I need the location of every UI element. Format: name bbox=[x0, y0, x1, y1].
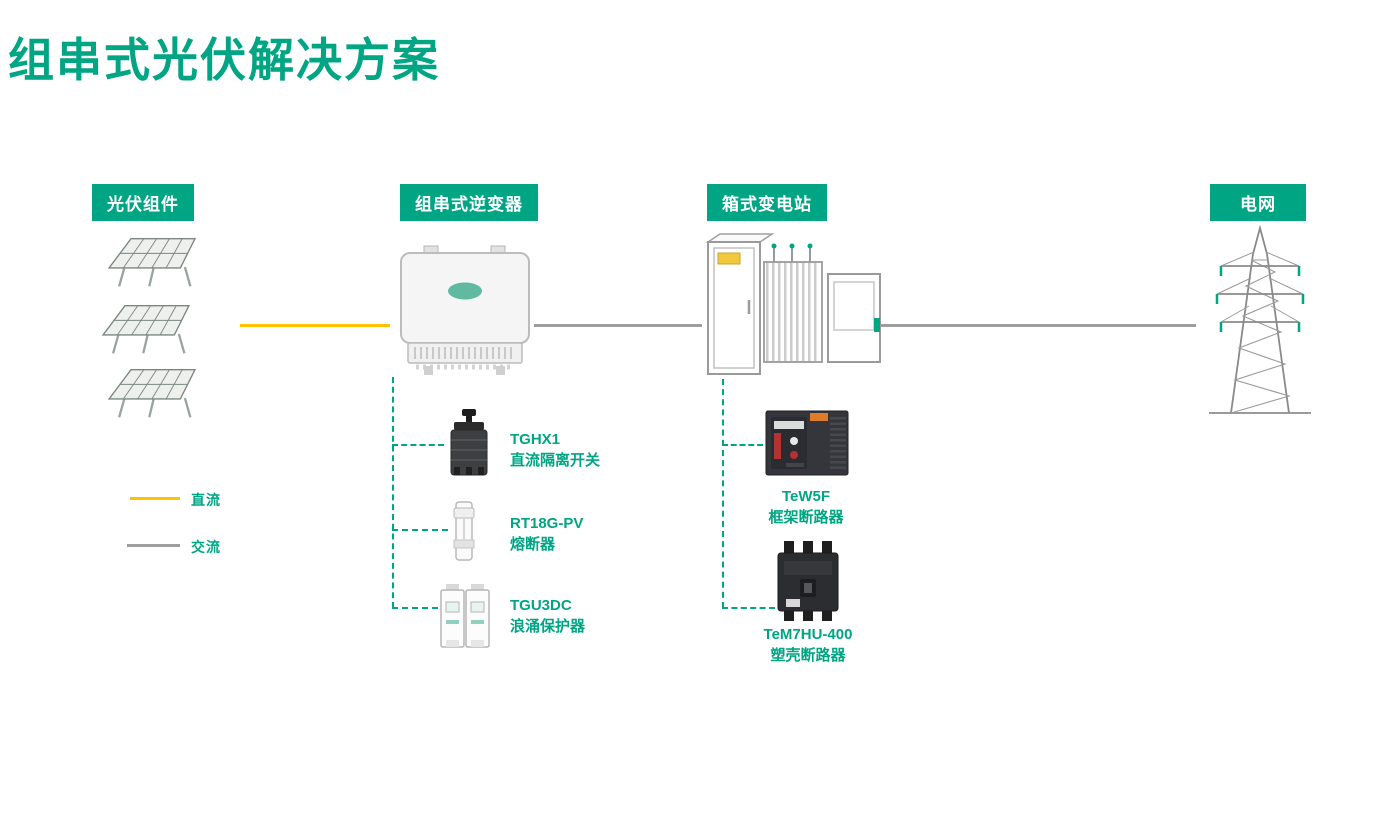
solar-panel-icon bbox=[106, 367, 198, 420]
substation-branch-line bbox=[722, 607, 775, 609]
string-inverter-icon bbox=[400, 245, 530, 375]
inverter-branch-line bbox=[392, 377, 394, 608]
ac-connection-line-1 bbox=[534, 324, 702, 327]
component-model: TeM7HU-400 bbox=[763, 626, 853, 643]
tgu3dc-surge-protector-icon bbox=[440, 584, 490, 648]
component-label-tgu3dc: TGU3DC 浪涌保护器 bbox=[510, 595, 585, 637]
component-model: TGHX1 bbox=[510, 431, 561, 448]
component-model: TGU3DC bbox=[510, 597, 572, 614]
ac-connection-line-2 bbox=[880, 324, 1196, 327]
inverter-branch-line bbox=[392, 529, 448, 531]
inverter-branch-line bbox=[392, 444, 444, 446]
solar-panel-icon bbox=[100, 303, 192, 356]
component-model: RT18G-PV bbox=[510, 515, 584, 532]
component-label-tem7hu-400: TeM7HU-400 塑壳断路器 bbox=[742, 624, 874, 666]
legend-ac-line bbox=[127, 544, 180, 547]
component-name: 熔断器 bbox=[510, 536, 556, 553]
tghx1-isolator-icon bbox=[450, 409, 488, 476]
component-name: 直流隔离开关 bbox=[510, 452, 601, 469]
box-substation-icon bbox=[705, 233, 881, 375]
solar-panel-icon bbox=[106, 236, 198, 289]
component-model: TeW5F bbox=[781, 488, 831, 505]
transmission-tower-icon bbox=[1209, 224, 1311, 414]
badge-power-grid: 电网 bbox=[1210, 184, 1306, 221]
dc-connection-line bbox=[240, 324, 390, 327]
rt18g-pv-fuse-icon bbox=[453, 501, 475, 561]
legend-dc-line bbox=[130, 497, 180, 500]
legend-ac-label: 交流 bbox=[191, 539, 221, 555]
component-label-tew5f: TeW5F 框架断路器 bbox=[748, 486, 864, 528]
component-label-rt18g-pv: RT18G-PV 熔断器 bbox=[510, 513, 583, 555]
substation-branch-line bbox=[722, 444, 763, 446]
inverter-branch-line bbox=[392, 607, 438, 609]
component-label-tghx1: TGHX1 直流隔离开关 bbox=[510, 429, 600, 471]
component-name: 浪涌保护器 bbox=[510, 618, 586, 635]
badge-string-inverter: 组串式逆变器 bbox=[400, 184, 538, 221]
page-title: 组串式光伏解决方案 bbox=[8, 34, 440, 86]
legend-dc-label: 直流 bbox=[191, 492, 221, 508]
component-name: 框架断路器 bbox=[768, 509, 844, 526]
component-name: 塑壳断路器 bbox=[770, 647, 846, 664]
tem7hu-400-breaker-icon bbox=[777, 541, 839, 621]
badge-box-substation: 箱式变电站 bbox=[707, 184, 827, 221]
substation-branch-line bbox=[722, 379, 724, 608]
badge-pv-modules: 光伏组件 bbox=[92, 184, 194, 221]
tew5f-breaker-icon bbox=[765, 410, 849, 476]
